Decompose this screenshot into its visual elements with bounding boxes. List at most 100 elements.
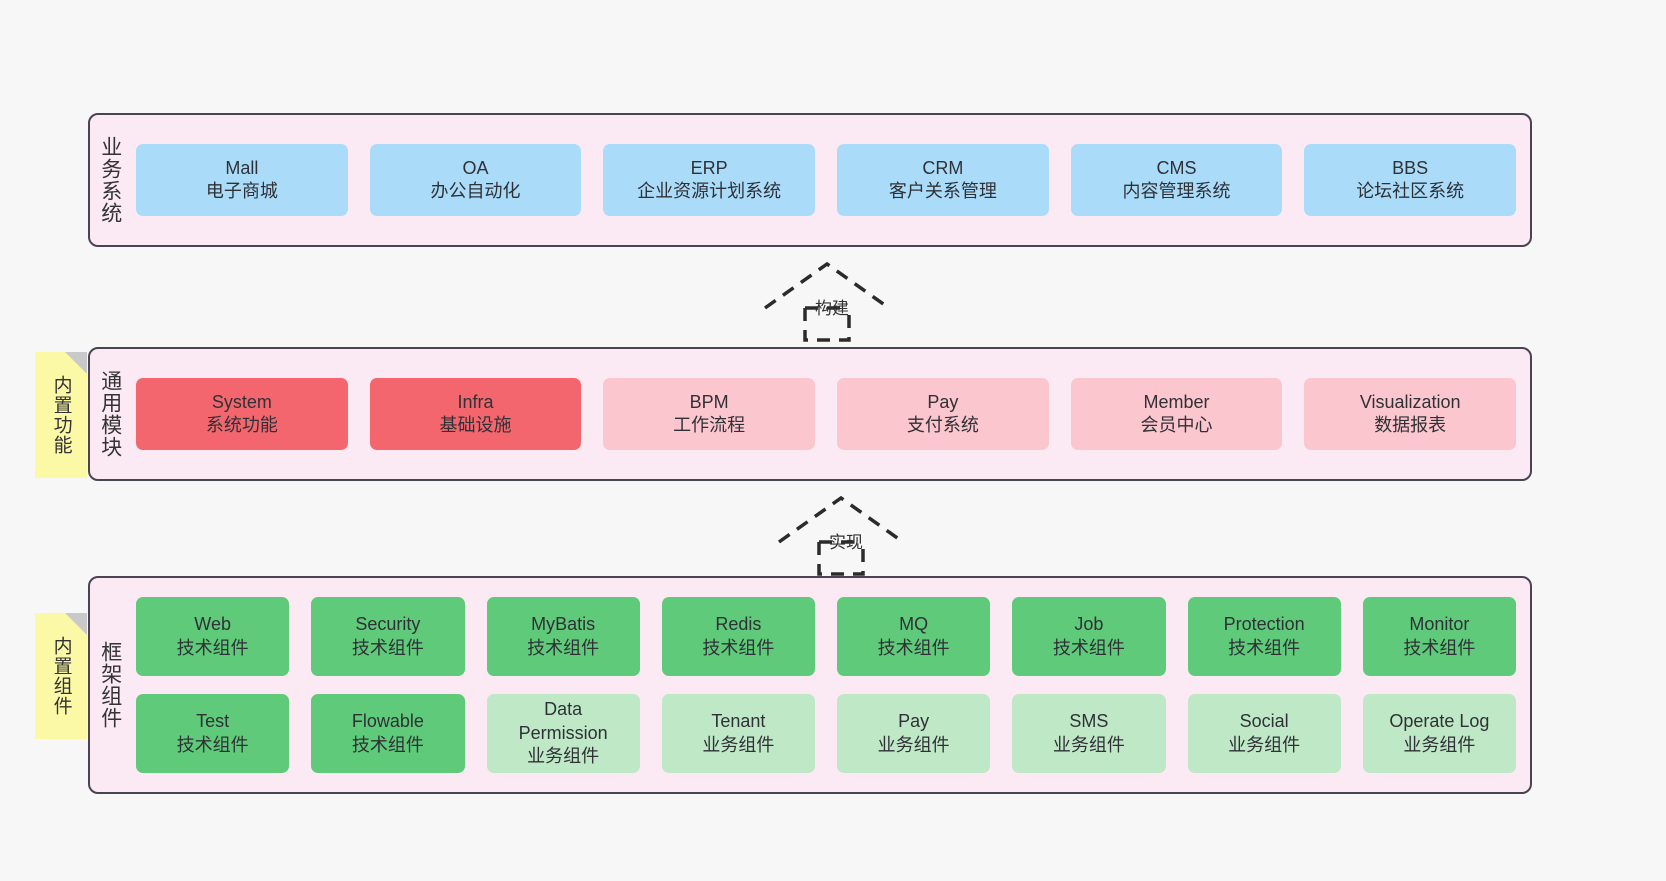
box-title: Web: [194, 614, 231, 635]
box-title: CRM: [922, 157, 964, 178]
box-subtitle: 业务组件: [527, 746, 600, 767]
box-title: Member: [1143, 391, 1210, 412]
box-operate-log[interactable]: Operate Log 业务组件: [1362, 694, 1516, 773]
box-subtitle: 技术组件: [351, 637, 424, 658]
box-title: ERP: [690, 157, 728, 178]
box-subtitle: 工作流程: [673, 415, 746, 435]
box-title: Security: [355, 614, 421, 635]
box-job[interactable]: Job 技术组件: [1012, 597, 1166, 676]
box-social[interactable]: Social 业务组件: [1187, 694, 1341, 773]
box-title: SMS: [1069, 711, 1109, 732]
box-title: CMS: [1156, 157, 1197, 178]
box-redis[interactable]: Redis 技术组件: [661, 597, 815, 676]
box-subtitle: 办公自动化: [430, 181, 521, 201]
layer-body-business-systems: Mall 电子商城 OA 办公自动化 ERP 企业资源计划系统 CRM 客户关系…: [130, 115, 1530, 245]
box-infra[interactable]: Infra 基础设施: [369, 378, 582, 450]
box-title: Pay: [898, 711, 930, 732]
box-title: BPM: [689, 391, 729, 412]
box-web[interactable]: Web 技术组件: [136, 597, 290, 676]
box-row: Test 技术组件 Flowable 技术组件 Data Permission …: [136, 694, 1516, 773]
box-subtitle: 论坛社区系统: [1356, 181, 1465, 201]
box-subtitle: 会员中心: [1140, 415, 1213, 435]
box-subtitle: 技术组件: [351, 734, 424, 755]
note-builtin-components: 内置组件: [35, 613, 87, 739]
box-pay-module[interactable]: Pay 支付系统: [837, 378, 1049, 450]
box-subtitle: 技术组件: [702, 637, 775, 658]
box-title: MyBatis: [531, 614, 596, 635]
box-monitor[interactable]: Monitor 技术组件: [1362, 597, 1516, 676]
arrowhead-left-right-edges: [763, 261, 891, 310]
box-mybatis[interactable]: MyBatis 技术组件: [486, 597, 640, 676]
box-cms[interactable]: CMS 内容管理系统: [1070, 144, 1283, 216]
box-flowable[interactable]: Flowable 技术组件: [311, 694, 465, 773]
box-bpm[interactable]: BPM 工作流程: [603, 378, 816, 450]
box-mall[interactable]: Mall 电子商城: [136, 144, 348, 216]
box-subtitle: 技术组件: [1052, 637, 1125, 658]
box-title: Data Permission: [518, 699, 608, 743]
box-title: Job: [1074, 614, 1104, 635]
box-subtitle: 企业资源计划系统: [637, 181, 782, 201]
box-title: Redis: [715, 614, 762, 635]
box-title: Test: [196, 711, 230, 732]
box-test[interactable]: Test 技术组件: [136, 694, 290, 773]
connector-build: 构建: [755, 258, 905, 343]
connector-build-label: 构建: [815, 299, 849, 318]
layer-business-systems: 业务系统 Mall 电子商城 OA 办公自动化 ERP 企业资源计划系统 CRM…: [88, 113, 1532, 247]
box-title: BBS: [1392, 157, 1429, 178]
box-mq[interactable]: MQ 技术组件: [837, 597, 991, 676]
layer-title-framework-components: 框架组件: [98, 641, 122, 729]
box-subtitle: 数据报表: [1374, 415, 1447, 435]
box-subtitle: 系统功能: [205, 415, 278, 435]
connector-implement-label: 实现: [829, 533, 863, 552]
box-title: Social: [1239, 711, 1289, 732]
note-fold-corner-icon: [65, 613, 87, 635]
box-subtitle: 技术组件: [176, 734, 249, 755]
box-data-permission[interactable]: Data Permission 业务组件: [486, 694, 640, 773]
box-erp[interactable]: ERP 企业资源计划系统: [603, 144, 816, 216]
box-title: Operate Log: [1389, 711, 1490, 732]
box-subtitle: 支付系统: [906, 415, 979, 435]
box-title: Protection: [1223, 614, 1305, 635]
box-subtitle: 业务组件: [1228, 734, 1301, 755]
box-subtitle: 技术组件: [1403, 637, 1476, 658]
box-system[interactable]: System 系统功能: [136, 378, 348, 450]
box-row: Mall 电子商城 OA 办公自动化 ERP 企业资源计划系统 CRM 客户关系…: [136, 144, 1517, 216]
box-title: System: [211, 391, 272, 412]
box-title: Tenant: [711, 711, 766, 732]
box-bbs[interactable]: BBS 论坛社区系统: [1304, 144, 1517, 216]
box-title: Infra: [457, 391, 494, 412]
box-title: Monitor: [1409, 614, 1470, 635]
layer-body-framework-components: Web 技术组件 Security 技术组件 MyBatis 技术组件 Redi…: [130, 578, 1530, 792]
box-subtitle: 电子商城: [205, 181, 278, 201]
box-title: Mall: [225, 157, 259, 178]
box-row: System 系统功能 Infra 基础设施 BPM 工作流程 Pay 支付系统…: [136, 378, 1517, 450]
box-security[interactable]: Security 技术组件: [311, 597, 465, 676]
box-title: Visualization: [1359, 391, 1461, 412]
connector-implement: 实现: [769, 492, 919, 577]
box-subtitle: 技术组件: [1228, 637, 1301, 658]
box-subtitle: 基础设施: [439, 415, 512, 435]
box-pay-component[interactable]: Pay 业务组件: [837, 694, 991, 773]
box-subtitle: 客户关系管理: [888, 181, 997, 201]
box-oa[interactable]: OA 办公自动化: [369, 144, 582, 216]
box-protection[interactable]: Protection 技术组件: [1187, 597, 1341, 676]
connector-stem: [803, 308, 851, 342]
box-subtitle: 内容管理系统: [1122, 181, 1231, 201]
box-crm[interactable]: CRM 客户关系管理: [837, 144, 1049, 216]
box-title: Flowable: [351, 711, 424, 732]
box-subtitle: 业务组件: [877, 734, 950, 755]
layer-framework-components: 框架组件 Web 技术组件 Security 技术组件 MyBatis 技术组件…: [88, 576, 1532, 794]
box-member[interactable]: Member 会员中心: [1070, 378, 1283, 450]
box-tenant[interactable]: Tenant 业务组件: [661, 694, 815, 773]
box-visualization[interactable]: Visualization 数据报表: [1304, 378, 1517, 450]
layer-common-modules: 通用模块 System 系统功能 Infra 基础设施 BPM 工作流程 Pay…: [88, 347, 1532, 481]
note-label: 内置组件: [50, 636, 72, 716]
arrowhead-left-right-edges: [777, 495, 905, 544]
layer-body-common-modules: System 系统功能 Infra 基础设施 BPM 工作流程 Pay 支付系统…: [130, 349, 1530, 479]
box-title: OA: [462, 157, 489, 178]
box-sms[interactable]: SMS 业务组件: [1012, 694, 1166, 773]
box-subtitle: 业务组件: [1403, 734, 1476, 755]
layer-title-business-systems: 业务系统: [98, 136, 122, 224]
box-subtitle: 业务组件: [702, 734, 775, 755]
